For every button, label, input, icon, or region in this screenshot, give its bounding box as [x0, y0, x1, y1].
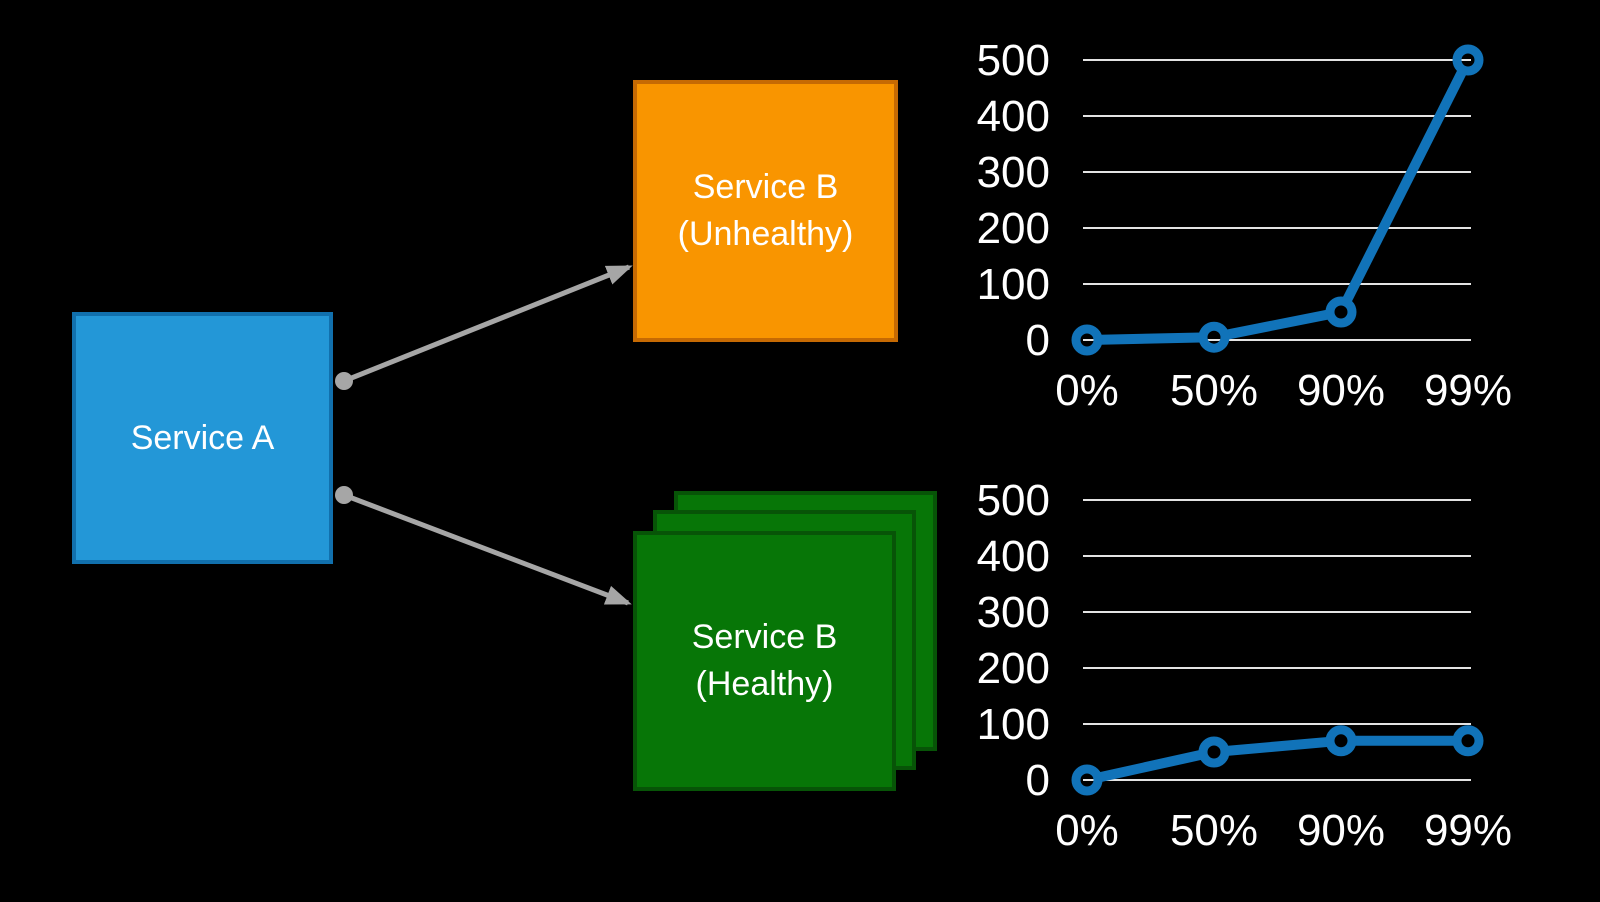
arrow-a-to-healthy	[343, 492, 632, 606]
service-b-healthy-stack: Service B (Healthy)	[633, 491, 937, 792]
svg-text:50%: 50%	[1170, 806, 1258, 855]
svg-text:400: 400	[977, 92, 1050, 141]
svg-text:300: 300	[977, 148, 1050, 197]
svg-text:200: 200	[977, 644, 1050, 693]
unhealthy-latency-chart: 0 100 200 300 400 500 0% 50% 90% 99%	[950, 20, 1520, 435]
svg-text:500: 500	[977, 476, 1050, 525]
svg-text:99%: 99%	[1424, 366, 1512, 415]
svg-text:400: 400	[977, 532, 1050, 581]
svg-text:0%: 0%	[1055, 366, 1119, 415]
svg-text:500: 500	[977, 36, 1050, 85]
svg-text:50%: 50%	[1170, 366, 1258, 415]
service-b-unhealthy-label: Service B (Unhealthy)	[678, 164, 854, 258]
svg-text:0%: 0%	[1055, 806, 1119, 855]
svg-text:200: 200	[977, 204, 1050, 253]
service-b-unhealthy-label-line1: Service B	[692, 168, 839, 207]
svg-text:0: 0	[1026, 316, 1050, 365]
connector-dot	[335, 372, 353, 390]
svg-text:99%: 99%	[1424, 806, 1512, 855]
service-b-healthy-label-line2: (Healthy)	[695, 665, 834, 703]
svg-text:0: 0	[1026, 756, 1050, 805]
service-b-healthy-label-line1: Service B	[691, 618, 838, 657]
svg-text:90%: 90%	[1297, 366, 1385, 415]
service-b-healthy-node: Service B (Healthy)	[633, 531, 896, 791]
svg-text:100: 100	[977, 700, 1050, 749]
healthy-latency-chart: 0 100 200 300 400 500 0% 50% 90% 99%	[950, 460, 1520, 875]
service-b-healthy-label: Service B (Healthy)	[692, 614, 838, 708]
svg-text:300: 300	[977, 588, 1050, 637]
service-a-label: Service A	[130, 418, 275, 457]
svg-text:100: 100	[977, 260, 1050, 309]
service-a-node: Service A	[72, 312, 333, 564]
service-b-unhealthy-label-line2: (Unhealthy)	[677, 215, 854, 253]
service-b-unhealthy-node: Service B (Unhealthy)	[633, 80, 898, 342]
svg-text:90%: 90%	[1297, 806, 1385, 855]
arrow-a-to-unhealthy	[343, 264, 633, 384]
connector-dot	[335, 486, 353, 504]
